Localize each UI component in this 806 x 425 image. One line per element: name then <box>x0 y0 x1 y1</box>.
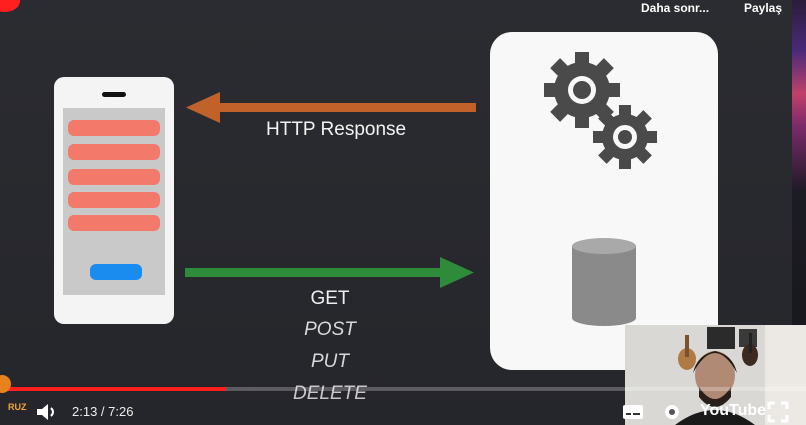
phone-list-bar <box>68 120 160 136</box>
phone-button <box>90 264 142 280</box>
phone-list-bar <box>68 169 160 185</box>
method-put: PUT <box>311 351 349 372</box>
http-response-label: HTTP Response <box>266 119 407 140</box>
progress-track[interactable] <box>0 387 806 391</box>
http-request-arrow <box>185 257 474 288</box>
method-get: GET <box>310 288 350 309</box>
share-button[interactable]: Paylaş <box>744 1 783 15</box>
method-post: POST <box>304 319 356 340</box>
channel-corner-dot <box>0 0 20 12</box>
phone-speaker <box>102 92 126 97</box>
phone-illustration <box>54 77 174 324</box>
server-illustration <box>490 32 718 370</box>
right-side-preview-strip <box>792 0 806 425</box>
phone-list-bar <box>68 144 160 160</box>
webcam-overlay <box>625 325 806 425</box>
volume-icon[interactable] <box>35 402 59 422</box>
settings-icon[interactable] <box>662 402 682 422</box>
phone-list-bar <box>68 192 160 208</box>
channel-badge: RUZ <box>8 402 27 412</box>
fullscreen-icon[interactable] <box>767 401 789 423</box>
phone-screen <box>63 108 165 295</box>
gear-icon <box>544 52 620 128</box>
phone-list-bar <box>68 215 160 231</box>
gear-icon <box>593 105 657 169</box>
watch-later-button[interactable]: Daha sonr... <box>641 1 710 15</box>
youtube-logo-icon[interactable]: YouTube <box>700 402 767 419</box>
time-display: 2:13 / 7:26 <box>72 404 134 419</box>
channel-mascot-icon <box>0 375 11 393</box>
subtitles-icon[interactable] <box>622 403 644 421</box>
http-response-arrow <box>186 92 476 123</box>
method-delete: DELETE <box>293 383 367 404</box>
database-icon <box>572 238 636 326</box>
progress-played <box>0 387 226 391</box>
